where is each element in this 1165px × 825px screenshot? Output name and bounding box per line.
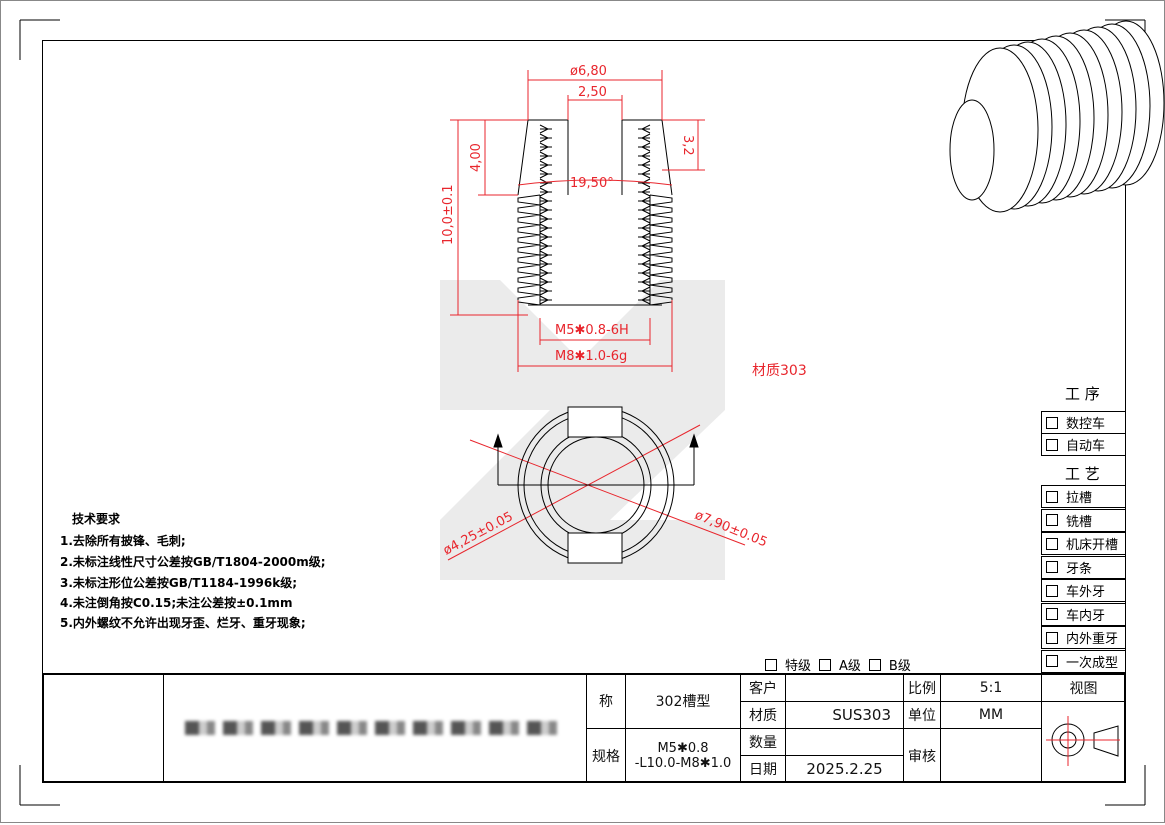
checkbox[interactable] xyxy=(1046,537,1058,550)
craft-header: 工 艺 xyxy=(1065,465,1100,483)
label: 内外重牙 xyxy=(1066,632,1119,647)
dim-slot-depth: 3,2 xyxy=(680,135,695,156)
dim-taper-len: 4,00 xyxy=(469,143,484,172)
thread-profile xyxy=(517,124,673,306)
grade-b[interactable]: B级 xyxy=(888,659,911,674)
label: 铣槽 xyxy=(1066,514,1093,530)
requirement-item: 4.未注倒角按C0.15;未注公差按±0.1mm xyxy=(60,596,293,610)
unit-label: 单位 xyxy=(903,701,941,729)
checkbox[interactable] xyxy=(1046,631,1058,644)
side-view xyxy=(517,119,673,306)
dim-total-len: 10,0±0.1 xyxy=(441,184,456,245)
label: 一次成型 xyxy=(1066,655,1119,671)
requirements-title: 技术要求 xyxy=(72,512,121,526)
dim-slot-width: 2,50 xyxy=(578,85,607,100)
craft-item[interactable]: 内外重牙 xyxy=(1041,626,1126,649)
date-value[interactable]: 2025.2.25 xyxy=(785,755,904,783)
view-cell xyxy=(1041,701,1126,783)
craft-item[interactable]: 牙条 xyxy=(1041,555,1126,579)
checkbox[interactable] xyxy=(1046,561,1058,573)
view-label: 视图 xyxy=(1041,673,1126,702)
craft-item[interactable]: 机床开槽 xyxy=(1041,532,1126,555)
name-label: 称 xyxy=(586,673,626,729)
material-label: 材质 xyxy=(740,701,786,729)
review-value[interactable] xyxy=(940,728,1042,783)
process-cnc[interactable]: 数控车 xyxy=(1041,411,1126,434)
dim-angle: 19,50° xyxy=(570,176,614,191)
quantity-label: 数量 xyxy=(740,728,786,756)
bore xyxy=(949,99,995,201)
dim-outer-thread: M8✱1.0-6g xyxy=(555,349,627,364)
checkbox[interactable] xyxy=(1046,584,1058,597)
checkbox[interactable] xyxy=(1046,608,1058,620)
requirement-item: 1.去除所有披锋、毛刺; xyxy=(60,534,186,548)
dim-outer-dia: ø6,80 xyxy=(570,64,607,79)
review-label: 审核 xyxy=(903,728,941,783)
craft-item[interactable]: 铣槽 xyxy=(1041,508,1126,532)
label: 车外牙 xyxy=(1066,585,1106,600)
company-name-blurred xyxy=(163,673,587,783)
dim-inner-thread: M5✱0.8-6H xyxy=(555,323,629,338)
scale-value[interactable]: 5:1 xyxy=(940,673,1042,702)
process-header: 工 序 xyxy=(1065,385,1100,403)
material-value[interactable]: SUS303 xyxy=(785,701,904,729)
grade-special[interactable]: 特级 xyxy=(785,659,812,674)
grade-options: 特级 A级 B级 xyxy=(765,655,911,674)
spec-line-1: M5✱0.8 xyxy=(657,740,709,756)
craft-item[interactable]: 拉槽 xyxy=(1041,485,1126,508)
label: 自动车 xyxy=(1066,439,1106,454)
grade-a[interactable]: A级 xyxy=(839,659,861,674)
checkbox[interactable] xyxy=(1046,514,1058,526)
craft-item[interactable]: 车外牙 xyxy=(1041,579,1126,602)
requirement-item: 3.未标注形位公差按GB/T1184-1996k级; xyxy=(60,576,298,590)
craft-item[interactable]: 车内牙 xyxy=(1041,602,1126,626)
label: 拉槽 xyxy=(1066,491,1093,506)
requirement-item: 2.未标注线性尺寸公差按GB/T1804-2000m级; xyxy=(60,555,326,569)
requirement-item: 5.内外螺纹不允许出现牙歪、烂牙、重牙现象; xyxy=(60,616,306,630)
spec-label: 规格 xyxy=(586,728,626,783)
label: 机床开槽 xyxy=(1066,538,1119,553)
quantity-value[interactable] xyxy=(785,728,904,756)
name-value: 302槽型 xyxy=(625,673,741,729)
label: 数控车 xyxy=(1066,417,1106,432)
customer-value[interactable] xyxy=(785,673,904,702)
label: 车内牙 xyxy=(1066,608,1106,624)
view-symbol-icon xyxy=(1046,716,1120,766)
material-note: 材质303 xyxy=(752,363,807,379)
blank-cell xyxy=(42,673,164,783)
customer-label: 客户 xyxy=(740,673,786,702)
isometric-view xyxy=(949,20,1165,213)
checkbox[interactable] xyxy=(1046,655,1058,667)
top-view xyxy=(493,406,699,564)
process-auto-lathe[interactable]: 自动车 xyxy=(1041,433,1126,456)
unit-value[interactable]: MM xyxy=(940,701,1042,729)
label: 牙条 xyxy=(1066,561,1093,577)
checkbox[interactable] xyxy=(1046,490,1058,503)
spec-line-2: -L10.0-M8✱1.0 xyxy=(634,755,732,771)
scale-label: 比例 xyxy=(903,673,941,702)
craft-item[interactable]: 一次成型 xyxy=(1041,649,1126,673)
date-label: 日期 xyxy=(740,755,786,783)
spec-value: M5✱0.8-L10.0-M8✱1.0 xyxy=(625,728,741,783)
